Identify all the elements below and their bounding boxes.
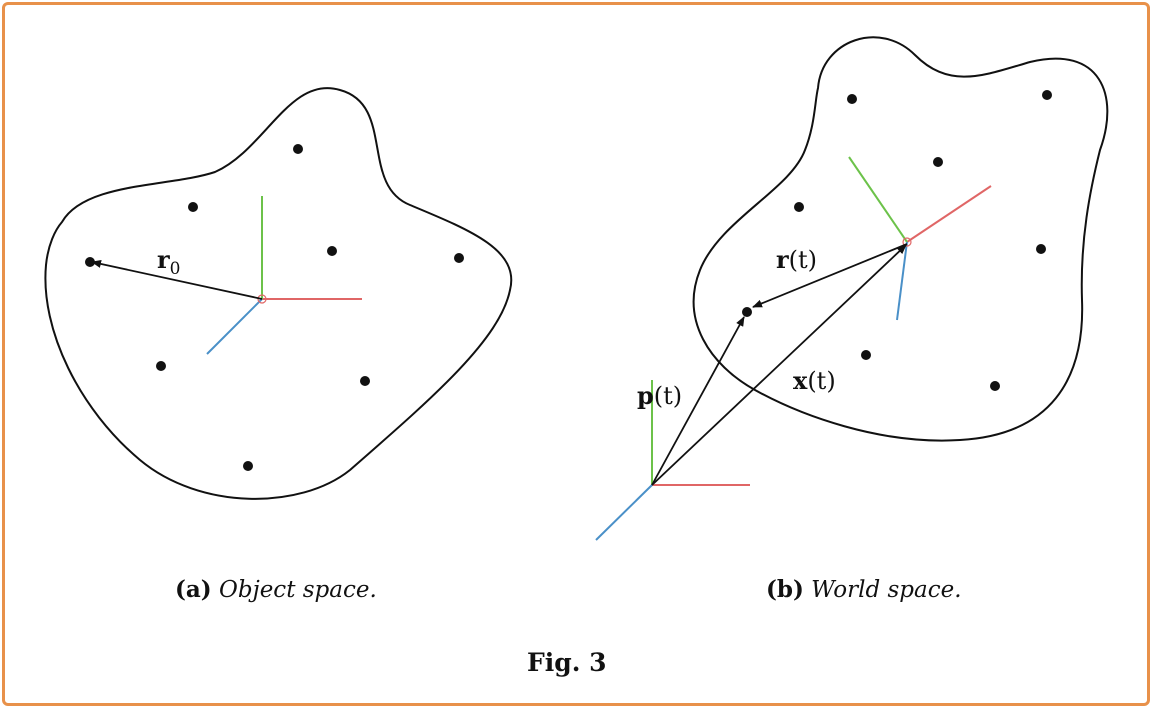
panel-a-object-space: r0 [44,87,513,500]
caption-a-tag: (a) [175,576,212,603]
particle [933,157,943,167]
axis-z-a [206,298,263,355]
caption-b: (b) World space. [766,576,962,603]
rigid-body-outline-b [692,36,1109,442]
vector-x-t [651,244,907,486]
caption-b-tag: (b) [766,576,804,603]
axis-y-b [848,156,908,243]
caption-b-text: World space. [811,577,962,603]
caption-a-text: Object space. [218,577,377,603]
world-axis-z [595,484,653,541]
axis-x-b [906,185,992,243]
rigid-body-outline-a [44,87,513,500]
label-r0: r0 [157,245,180,279]
axis-z-b [896,241,908,321]
label-r-t: r(t) [776,245,817,274]
caption-a: (a) Object space. [175,576,377,603]
figure-label: Fig. 3 [527,648,607,677]
particle [360,376,370,386]
label-p-t: p(t) [637,381,682,410]
particle [742,307,752,317]
vector-p-t [651,316,745,486]
particle [85,257,95,267]
particle [454,253,464,263]
vector-r-t [752,243,908,308]
panel-b-world-space: r(t) x(t) p(t) [595,36,1109,541]
particle [188,202,198,212]
label-x-t: x(t) [793,366,836,395]
particle [794,202,804,212]
vector-r0 [91,260,263,300]
particle [1042,90,1052,100]
particle [327,246,337,256]
center-of-mass-b [902,237,912,247]
particle [861,350,871,360]
particle [990,381,1000,391]
particle [1036,244,1046,254]
particle [156,361,166,371]
particle [293,144,303,154]
particle [847,94,857,104]
particle [243,461,253,471]
